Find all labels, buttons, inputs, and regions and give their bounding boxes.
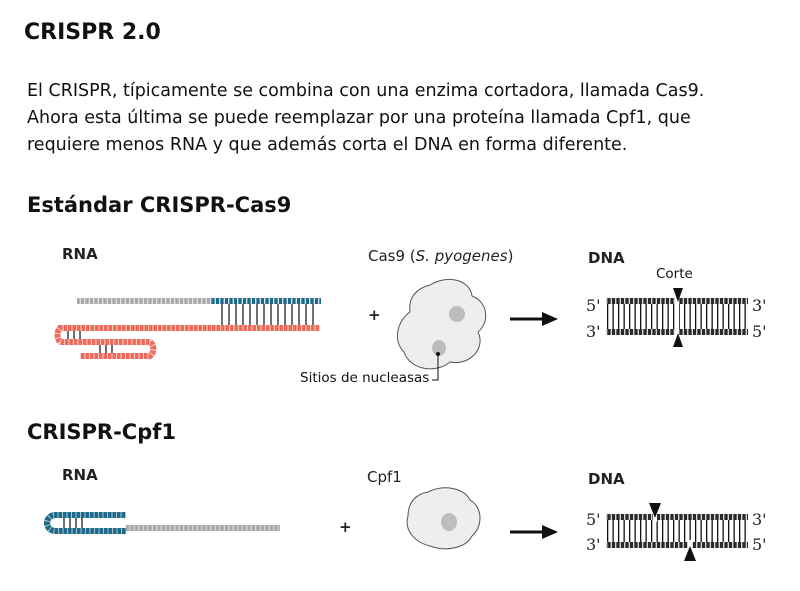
cas9-enzyme	[396, 278, 487, 381]
cpf1-rna-blue-ticks	[44, 512, 126, 534]
cas9-rna-loop-pairs	[67, 331, 113, 353]
intro-paragraph: El CRISPR, típicamente se combina con un…	[27, 78, 787, 159]
cut-label: Corte	[656, 266, 693, 282]
cas9-rna-base-pairs	[221, 304, 314, 325]
cas9-rna-label: RNA	[62, 245, 98, 263]
cpf1-cut-arrow-bottom	[684, 546, 696, 561]
intro-line-1: El CRISPR, típicamente se combina con un…	[27, 81, 705, 101]
page-title: CRISPR 2.0	[24, 20, 161, 45]
cpf1-nuclease-site	[441, 513, 457, 531]
cpf1-dna-base-pairs	[606, 520, 748, 542]
cas9-arrow	[510, 312, 558, 326]
cpf1-cut-arrow-top	[649, 503, 661, 518]
cpf1-dna-bottom-ticks	[606, 542, 748, 548]
cas9-enzyme-label: Cas9 (S. pyogenes)	[368, 247, 513, 265]
cpf1-rna-gray-ticks	[126, 525, 280, 531]
cpf1-bottom-left-end: 3'	[586, 535, 601, 554]
intro-line-2: Ahora esta última se puede reemplazar po…	[27, 108, 691, 128]
cpf1-enzyme-label: Cpf1	[367, 468, 402, 486]
cpf1-rna-hairpin-pairs	[63, 518, 83, 528]
cpf1-dna-top-ticks	[606, 514, 748, 520]
cpf1-bottom-right-end: 5'	[752, 535, 767, 554]
cpf1-heading: CRISPR-Cpf1	[27, 420, 176, 444]
intro-line-3: requiere menos RNA y que además corta el…	[27, 135, 628, 155]
cpf1-arrow	[510, 525, 558, 539]
cas9-rna-red-ticks	[54, 325, 320, 359]
cpf1-plus-sign: +	[339, 518, 352, 536]
cas9-rna-blue-ticks	[211, 298, 321, 304]
cas9-rna-red-strand	[54, 325, 320, 359]
cas9-enzyme-prefix: Cas9 (	[368, 247, 416, 265]
cpf1-rna	[44, 512, 280, 534]
nuclease-site-1	[449, 306, 465, 322]
cas9-enzyme-body	[396, 278, 487, 370]
cas9-top-right-end: 3'	[752, 296, 767, 315]
cas9-bottom-left-end: 3'	[586, 322, 601, 341]
cas9-enzyme-species: S. pyogenes	[415, 247, 508, 265]
cpf1-top-right-end: 3'	[752, 510, 767, 529]
cpf1-top-left-end: 5'	[586, 510, 601, 529]
cas9-cut-arrow-top	[673, 288, 683, 302]
cpf1-enzyme	[406, 487, 481, 550]
cpf1-dna-label: DNA	[588, 470, 625, 488]
cas9-dna-cut-gap	[675, 296, 679, 337]
cas9-bottom-right-end: 5'	[752, 322, 767, 341]
cas9-plus-sign: +	[368, 306, 381, 324]
cas9-heading: Estándar CRISPR-Cas9	[27, 193, 292, 217]
cas9-top-left-end: 5'	[586, 296, 601, 315]
cas9-dna	[606, 288, 748, 347]
cas9-rna-gray-ticks	[77, 298, 211, 304]
cpf1-dna-bottom-cut-gap	[688, 540, 692, 550]
cpf1-rna-label: RNA	[62, 466, 98, 484]
cas9-cut-arrow-bottom	[673, 333, 683, 347]
cpf1-arrow-head	[542, 525, 558, 539]
cas9-rna	[54, 298, 321, 359]
nuclease-pointer-line	[432, 354, 439, 381]
cas9-dna-label: DNA	[588, 249, 625, 267]
cas9-enzyme-suffix: )	[507, 247, 514, 265]
nuclease-sites-label: Sitios de nucleasas	[300, 370, 430, 386]
cas9-arrow-head	[542, 312, 558, 326]
cpf1-dna	[606, 503, 748, 561]
nuclease-site-2	[432, 340, 446, 356]
